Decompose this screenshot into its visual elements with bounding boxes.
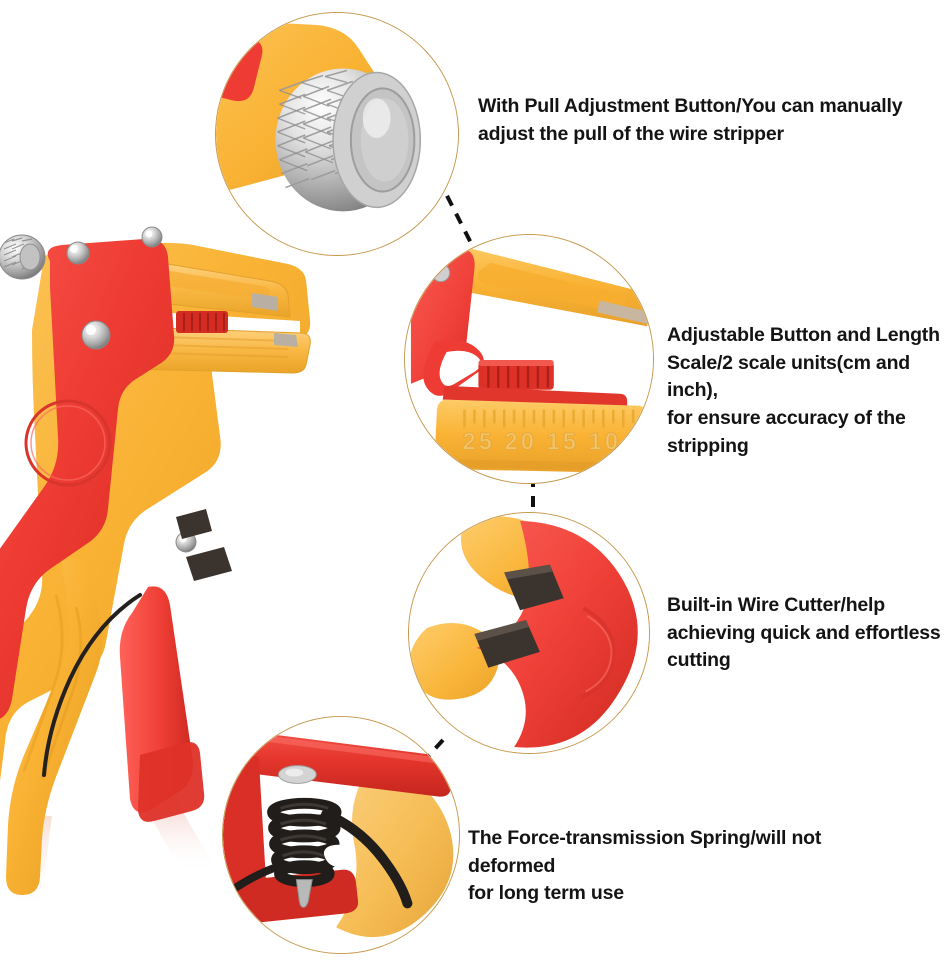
spring-rivet <box>278 765 317 784</box>
product-image-wire-stripper <box>0 215 320 915</box>
callout-1-detail <box>216 13 458 255</box>
slider-rail-red <box>442 385 628 408</box>
jaw-blade-lower <box>274 333 298 347</box>
callout-4-detail <box>223 717 459 953</box>
red-slider <box>176 311 228 333</box>
jaw-blade-upper <box>252 293 278 311</box>
spring-wire <box>42 593 142 777</box>
cutter-red-body <box>476 520 638 748</box>
cutter-lower-jaw-yellow <box>410 622 500 700</box>
chrome-rivet-upper-right <box>141 226 163 248</box>
annotation-force-transmission-spring: The Force-transmission Spring/will not d… <box>468 825 908 908</box>
knurled-adjustment-knob <box>0 234 46 280</box>
rivet-small <box>431 263 451 283</box>
upper-jaw-groove <box>161 271 270 300</box>
knob-face-highlight <box>362 98 391 138</box>
cutter-blades <box>176 509 232 581</box>
annotation-3-line-2: achieving quick and effortless <box>667 621 941 644</box>
red-side-plate <box>0 238 175 719</box>
annotation-1-line-1: With Pull Adjustment Button/You can manu… <box>478 95 903 117</box>
cutter-blade-upper-edge <box>504 564 553 580</box>
callout-pull-adjustment-button <box>215 12 459 256</box>
spring-upper-red-plate <box>223 726 456 797</box>
annotation-adjustable-button-length-scale: Adjustable Button and Length Scale/2 sca… <box>667 322 942 460</box>
annotation-4-line-1: The Force-transmission Spring/will not d… <box>468 827 822 877</box>
cutter-red-emboss2 <box>585 615 613 693</box>
cutter-blade-lower-edge <box>474 620 529 641</box>
red-body-hook-hole <box>439 350 481 387</box>
spring-wire-arm <box>321 809 413 909</box>
callout-2-detail: 25 20 15 10 <box>405 235 653 483</box>
scale-ticks <box>463 409 635 428</box>
callout-built-in-wire-cutter <box>408 512 650 754</box>
spring-housing-yellow <box>336 764 454 938</box>
spring-tip <box>295 879 313 908</box>
scale-slider-red <box>478 359 554 390</box>
annotation-4-line-2: for long term use <box>468 882 624 905</box>
lower-red-base <box>138 742 205 822</box>
callout-adjustable-button-length-scale: 25 20 15 10 <box>404 234 654 484</box>
annotation-built-in-wire-cutter: Built-in Wire Cutter/help achieving quic… <box>667 592 942 675</box>
scale-markings: 25 20 15 10 <box>463 428 621 455</box>
annotation-1-line-2: adjust the pull of the wire stripper <box>478 122 784 145</box>
annotation-2-line-1: Adjustable Button and Length <box>667 324 940 346</box>
chrome-rivet-top <box>66 241 90 265</box>
callout-3-detail <box>409 513 649 753</box>
cutter-red-emboss <box>580 606 616 700</box>
annotation-3-line-3: cutting <box>667 649 731 672</box>
chrome-rivet-mid <box>81 320 111 350</box>
annotation-2-line-2: Scale/2 scale units(cm and inch), <box>667 351 910 402</box>
knob-housing-red-dark <box>216 38 236 71</box>
callout-force-transmission-spring <box>222 716 460 954</box>
annotation-2-line-4: stripping <box>667 434 749 457</box>
side-plate-emboss <box>24 399 112 487</box>
annotation-3-line-1: Built-in Wire Cutter/help <box>667 594 885 616</box>
upper-jaw-bar-groove <box>477 262 626 314</box>
annotation-pull-adjustment-button: With Pull Adjustment Button/You can manu… <box>478 93 908 148</box>
upper-jaw-bar-edge <box>597 300 652 325</box>
wire-stripper-illustration <box>0 226 311 912</box>
annotation-2-line-3: for ensure accuracy of the <box>667 407 906 430</box>
spring-gap-white <box>323 844 354 867</box>
lower-jaw-ribs <box>161 336 289 358</box>
